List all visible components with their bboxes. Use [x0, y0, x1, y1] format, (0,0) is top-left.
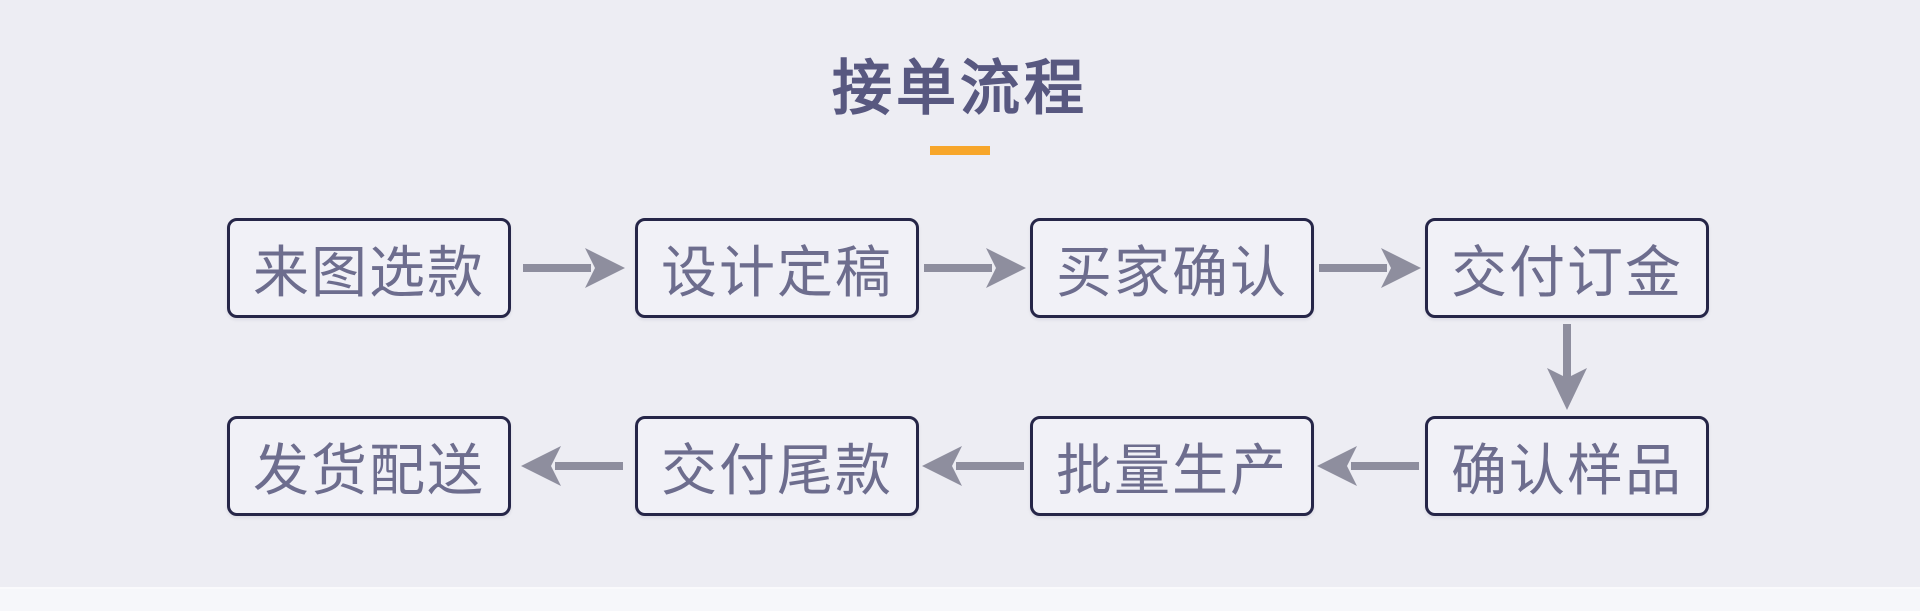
flow-step-select-style: 来图选款 — [227, 218, 511, 318]
flow-step-buyer-confirm: 买家确认 — [1030, 218, 1314, 318]
flow-step-label: 批量生产 — [1056, 440, 1288, 503]
flow-step-pay-balance: 交付尾款 — [635, 416, 919, 516]
flow-step-label: 设计定稿 — [661, 242, 893, 305]
flow-step-confirm-sample: 确认样品 — [1425, 416, 1709, 516]
flow-step-label: 交付订金 — [1451, 242, 1683, 305]
page-title: 接单流程 — [832, 56, 1088, 122]
flow-step-label: 买家确认 — [1056, 242, 1288, 305]
flow-step-label: 交付尾款 — [661, 440, 893, 503]
footer-strip — [0, 587, 1920, 611]
flow-step-label: 确认样品 — [1451, 440, 1683, 503]
flow-step-label: 发货配送 — [253, 440, 485, 503]
arrow-down-icon — [1539, 320, 1595, 414]
flow-step-design-final: 设计定稿 — [635, 218, 919, 318]
flow-step-label: 来图选款 — [253, 242, 485, 305]
arrow-right-icon — [1313, 240, 1425, 296]
arrow-left-icon — [1313, 438, 1425, 494]
flow-step-mass-production: 批量生产 — [1030, 416, 1314, 516]
arrow-left-icon — [918, 438, 1030, 494]
flow-step-ship-delivery: 发货配送 — [227, 416, 511, 516]
flow-step-pay-deposit: 交付订金 — [1425, 218, 1709, 318]
arrow-right-icon — [918, 240, 1030, 296]
arrow-left-icon — [517, 438, 629, 494]
arrow-right-icon — [517, 240, 629, 296]
title-accent-bar — [930, 146, 990, 155]
